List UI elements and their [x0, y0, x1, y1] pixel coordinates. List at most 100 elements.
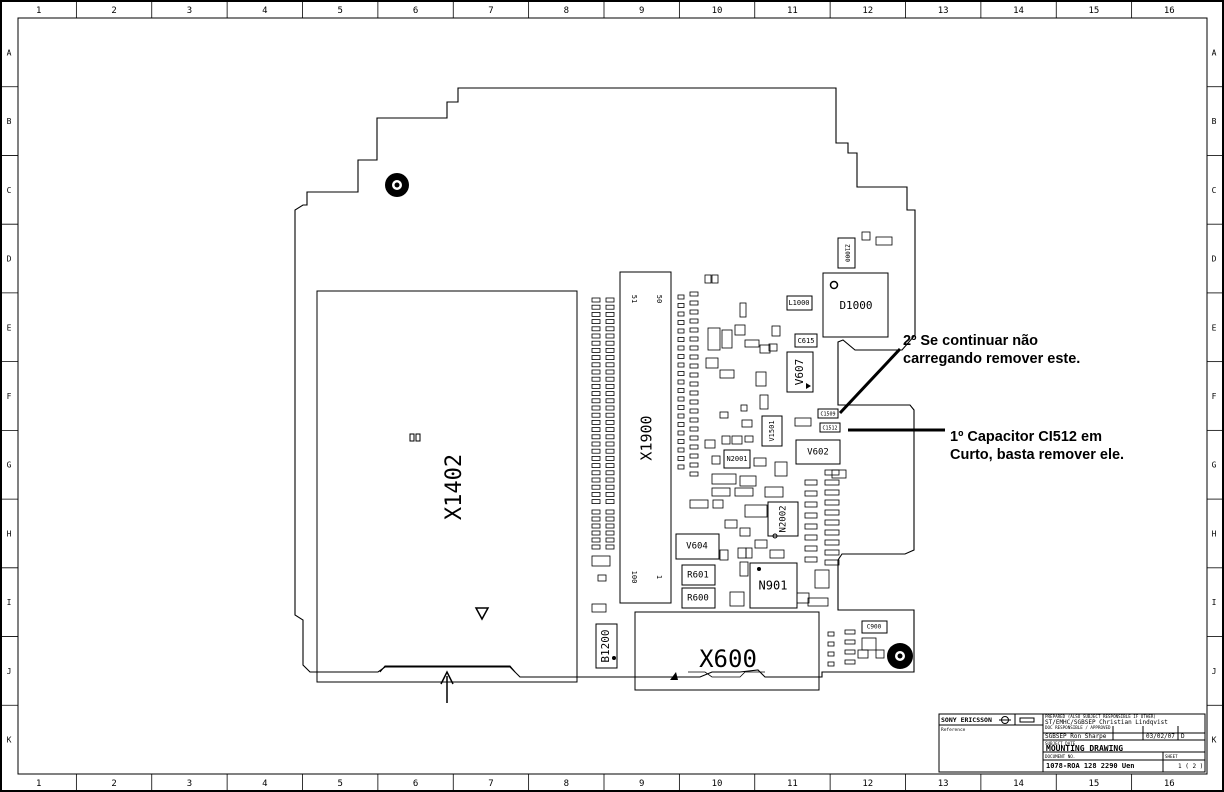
- n2002-outline[interactable]: [767, 501, 799, 537]
- row-label: E: [7, 323, 12, 332]
- reference-label: Reference: [941, 727, 966, 733]
- d1000-outline[interactable]: [822, 272, 889, 338]
- column-label: 1: [36, 779, 41, 789]
- smd-pad: [689, 381, 699, 387]
- smd-pad: [591, 477, 601, 483]
- v1501-label: V1501: [768, 420, 776, 441]
- annotation-step-1-line1: 1º Capacitor CI512 em: [950, 429, 1102, 445]
- smd-part: [744, 504, 768, 518]
- row-label: J: [7, 667, 12, 676]
- r600-label: R600: [687, 594, 709, 604]
- smd-part: [857, 649, 869, 659]
- smd-pad: [677, 447, 685, 453]
- approved-label: DOC RESPONSIBLE / APPROVED: [1045, 725, 1111, 730]
- drawing-title: MOUNTING DRAWING: [1046, 744, 1123, 753]
- smd-part: [737, 547, 747, 559]
- v604-label: V604: [686, 542, 708, 552]
- l1000-label: L1000: [788, 299, 809, 307]
- smd-pad: [605, 376, 615, 382]
- column-label: 14: [1013, 779, 1024, 789]
- column-label: 16: [1164, 779, 1175, 789]
- smd-pad: [677, 328, 685, 334]
- column-label: 12: [862, 779, 873, 789]
- smd-pad: [591, 484, 601, 490]
- smd-pad: [677, 311, 685, 317]
- smd-pad: [677, 320, 685, 325]
- v607-outline[interactable]: [786, 351, 814, 393]
- smd-pad: [689, 363, 699, 369]
- column-label: 7: [488, 779, 493, 789]
- smd-pad: [591, 304, 601, 310]
- smd-pad: [677, 354, 685, 359]
- smd-pad: [605, 434, 615, 440]
- column-label: 9: [639, 6, 644, 16]
- column-label: 1: [36, 6, 41, 16]
- smd-pad: [605, 383, 615, 389]
- pin1-triangle-icon: [474, 607, 490, 621]
- column-label: 13: [938, 6, 949, 16]
- row-label: D: [7, 255, 12, 264]
- smd-pad: [824, 479, 840, 486]
- row-label: I: [1212, 598, 1217, 607]
- r600-outline[interactable]: [681, 587, 716, 609]
- v1501-outline[interactable]: [761, 415, 783, 447]
- smd-pad: [677, 337, 685, 342]
- smd-pad: [591, 355, 601, 361]
- smd-part: [705, 357, 719, 369]
- row-label: E: [1212, 323, 1217, 332]
- smd-part: [740, 404, 748, 412]
- subject-label: SUBJECT DATE: [1045, 741, 1076, 746]
- r601-outline[interactable]: [681, 564, 716, 586]
- smd-part: [764, 486, 784, 498]
- c1509-outline[interactable]: [817, 408, 839, 419]
- x1900-pin-1: 1: [655, 575, 663, 579]
- row-label: B: [1212, 117, 1217, 126]
- c900-label: C900: [867, 624, 882, 631]
- x1402-label: X1402: [442, 454, 467, 520]
- smd-pad: [677, 345, 685, 351]
- n2001-outline[interactable]: [723, 449, 751, 469]
- l1000-outline[interactable]: [786, 295, 813, 311]
- b1200-outline[interactable]: [595, 623, 618, 669]
- n2001-label: N2001: [726, 455, 747, 463]
- smd-pad: [605, 427, 615, 433]
- column-label: 12: [862, 6, 873, 16]
- prepared-label: PREPARED (ALSO SUBJECT RESPONSIBLE IF OT…: [1045, 714, 1156, 719]
- smd-pad: [827, 631, 835, 637]
- c615-outline[interactable]: [794, 333, 818, 348]
- smd-part: [755, 371, 767, 387]
- smd-pad: [689, 444, 699, 450]
- pad: [415, 433, 421, 442]
- smd-pad: [677, 396, 685, 402]
- smd-pad: [824, 549, 840, 556]
- v607-label: V607: [793, 359, 806, 386]
- smd-part: [704, 439, 716, 449]
- smd-pad: [824, 509, 840, 516]
- x1900-outline[interactable]: [619, 271, 672, 604]
- x600-outline[interactable]: [634, 611, 820, 691]
- smd-pad: [591, 398, 601, 404]
- column-label: 11: [787, 6, 798, 16]
- smd-pad: [689, 453, 699, 459]
- row-label: G: [1212, 461, 1217, 470]
- smd-pad: [591, 405, 601, 411]
- smd-part: [807, 597, 829, 607]
- smd-part: [721, 329, 733, 349]
- column-label: 2: [111, 6, 116, 16]
- sheet-label: SHEET: [1165, 754, 1178, 759]
- smd-pad: [605, 441, 615, 447]
- smd-part: [759, 344, 771, 354]
- c1509-label: C1509: [820, 412, 835, 418]
- smd-pad: [689, 354, 699, 360]
- smd-pad: [827, 651, 835, 657]
- c900-outline[interactable]: [861, 620, 888, 634]
- smd-pad: [591, 319, 601, 325]
- c1512-outline[interactable]: [819, 422, 841, 433]
- smd-pad: [591, 499, 601, 505]
- v602-outline[interactable]: [795, 439, 841, 465]
- v604-outline[interactable]: [675, 533, 720, 560]
- smd-pad: [605, 347, 615, 353]
- smd-pad: [591, 544, 601, 550]
- z1000-outline[interactable]: [837, 237, 856, 269]
- n901-outline[interactable]: [749, 562, 798, 609]
